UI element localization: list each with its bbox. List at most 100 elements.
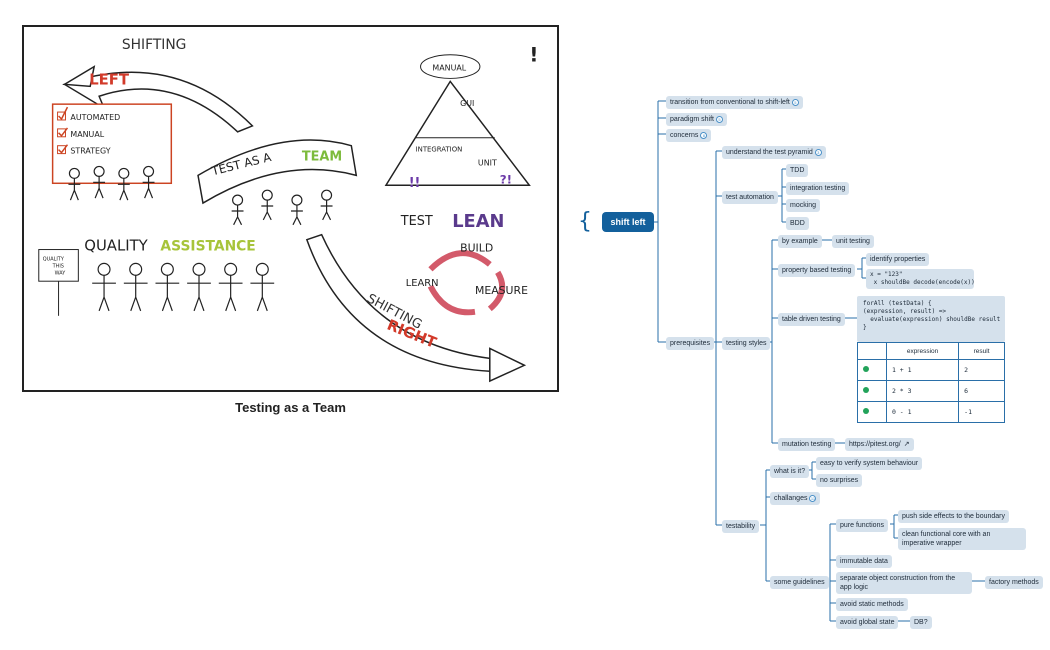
learn-label: LEARN <box>406 278 439 289</box>
strategy-label: STRATEGY <box>70 147 110 156</box>
result-cell: 6 <box>958 380 1005 402</box>
collapsed-count-badge[interactable]: 11 <box>809 494 817 502</box>
collapsed-count-badge[interactable]: 5 <box>791 98 799 106</box>
build-arrow <box>428 250 492 272</box>
shift-left-arrow <box>62 71 254 133</box>
expression-cell: 1 + 1 <box>885 359 960 381</box>
node-label: transition from conventional to shift-le… <box>670 99 790 106</box>
node-unit-testing[interactable]: unit testing <box>832 235 874 248</box>
node-transition[interactable]: transition from conventional to shift-le… <box>666 96 803 109</box>
status-dot-icon <box>863 387 869 393</box>
collapsed-count-badge[interactable]: 8 <box>700 131 708 139</box>
sign-text-2: THIS <box>52 263 64 269</box>
sign-text-1: QUALITY <box>43 256 65 262</box>
node-testability[interactable]: testability <box>722 520 760 533</box>
node-no-surprises[interactable]: no surprises <box>816 474 863 487</box>
node-label: challanges <box>774 495 808 502</box>
node-prerequisites[interactable]: prerequisites <box>666 337 715 350</box>
table-row: 2 * 3 6 <box>857 380 1005 402</box>
build-label: BUILD <box>460 242 493 255</box>
test-text: TEST <box>400 214 433 229</box>
node-label: paradigm shift <box>670 116 714 123</box>
node-property-based[interactable]: property based testing <box>778 264 856 277</box>
collapse-brace-icon[interactable]: { <box>578 209 592 234</box>
node-pure-functions[interactable]: pure functions <box>836 519 888 532</box>
table-row: 0 - 1 -1 <box>857 401 1005 423</box>
unit-label: UNIT <box>478 158 497 167</box>
root-node[interactable]: shift left <box>602 212 654 232</box>
team-text: TEAM <box>302 150 342 165</box>
node-bdd[interactable]: BDD <box>786 217 809 230</box>
status-cell <box>857 380 887 402</box>
image-caption: Testing as a Team <box>235 400 346 415</box>
shift-left-arrowhead <box>62 65 96 88</box>
expression-cell: 0 - 1 <box>885 401 960 423</box>
node-easy-verify[interactable]: easy to verify system behaviour <box>816 457 923 470</box>
node-identify-properties[interactable]: identify properties <box>866 253 930 266</box>
node-label: concerns <box>670 132 699 139</box>
node-db[interactable]: DB? <box>910 616 932 629</box>
node-label: understand the test pyramid <box>726 149 813 156</box>
left-text: LEFT <box>89 71 130 88</box>
status-dot-icon <box>863 366 869 372</box>
gui-label: GUI <box>460 99 474 108</box>
node-separate-construction[interactable]: separate object construction from the ap… <box>836 572 972 594</box>
node-by-example[interactable]: by example <box>778 235 822 248</box>
node-table-code[interactable]: forAll (testData) { (expression, result)… <box>857 296 1005 342</box>
sketch-svg: SHIFTING LEFT AUTOMATED MANUAL STRATEGY … <box>38 37 538 383</box>
node-clean-core[interactable]: clean functional core with an imperative… <box>898 528 1026 550</box>
automated-label: AUTOMATED <box>70 113 120 122</box>
result-cell: 2 <box>958 359 1005 381</box>
node-testing-styles[interactable]: testing styles <box>722 337 771 350</box>
test-pyramid <box>384 80 531 186</box>
check-marks <box>58 106 69 154</box>
assistance-text: ASSISTANCE <box>160 239 255 255</box>
node-some-guidelines[interactable]: some guidelines <box>770 576 829 589</box>
pyramid-exclaim: !! <box>409 176 421 191</box>
node-mutation-testing[interactable]: mutation testing <box>778 438 836 451</box>
node-test-automation[interactable]: test automation <box>722 191 778 204</box>
table-header-status <box>857 342 887 360</box>
quality-sign <box>38 249 79 282</box>
table-header-row: expression result <box>857 342 1005 360</box>
node-push-side-effects[interactable]: push side effects to the boundary <box>898 510 1009 523</box>
collapsed-count-badge[interactable]: 5 <box>715 115 723 123</box>
node-tdd[interactable]: TDD <box>786 164 809 177</box>
node-mocking[interactable]: mocking <box>786 199 821 212</box>
test-data-table: expression result 1 + 1 2 2 * 3 6 0 - 1 … <box>857 342 1005 423</box>
table-row: 1 + 1 2 <box>857 359 1005 381</box>
node-avoid-static[interactable]: avoid static methods <box>836 598 908 611</box>
node-table-driven[interactable]: table driven testing <box>778 313 845 326</box>
pitest-url[interactable]: https://pitest.org/ <box>849 441 901 448</box>
node-what-is-it[interactable]: what is it? <box>770 465 810 478</box>
node-pitest-link[interactable]: https://pitest.org/↗ <box>845 438 914 451</box>
learn-arrow <box>427 284 476 316</box>
pyramid-question: ?! <box>500 172 512 186</box>
node-avoid-global[interactable]: avoid global state <box>836 616 899 629</box>
status-dot-icon <box>863 408 869 414</box>
manual-label: MANUAL <box>70 130 104 139</box>
node-immutable-data[interactable]: immutable data <box>836 555 892 568</box>
expression-cell: 2 * 3 <box>885 380 960 402</box>
exclamation-mark: ! <box>529 44 538 67</box>
external-link-icon[interactable]: ↗ <box>903 441 910 448</box>
node-integration-testing[interactable]: integration testing <box>786 182 850 195</box>
manual-cloud-label: MANUAL <box>432 64 466 73</box>
holding-hands-figures <box>92 262 275 312</box>
node-property-code[interactable]: x = "123" x shouldBe decode(encode(x)) <box>866 269 975 289</box>
team-figures-left <box>68 165 155 201</box>
shifting-left-text: SHIFTING <box>122 37 187 53</box>
node-factory-methods[interactable]: factory methods <box>985 576 1043 589</box>
measure-label: MEASURE <box>475 284 528 297</box>
collapsed-count-badge[interactable]: 3 <box>814 148 822 156</box>
table-header-expression: expression <box>885 342 960 360</box>
table-header-result: result <box>958 342 1005 360</box>
quality-text: QUALITY <box>84 238 148 255</box>
sign-text-3: WAY <box>55 270 67 276</box>
measure-arrow <box>487 270 506 312</box>
checklist-board <box>51 103 173 185</box>
